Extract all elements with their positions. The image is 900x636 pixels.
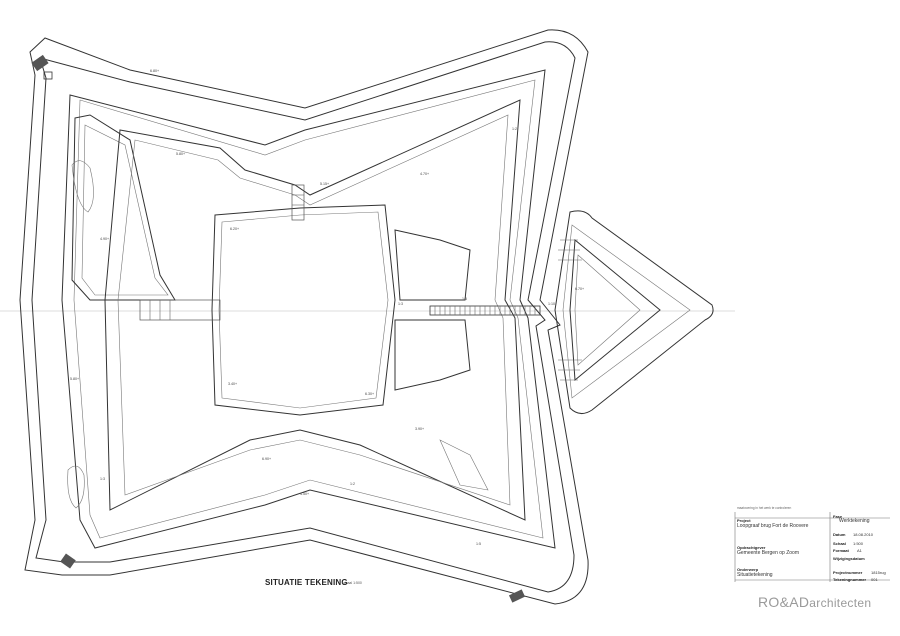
tb-format-label: Formaat xyxy=(833,548,849,553)
dim-label: 5.15+ xyxy=(320,182,329,186)
dim-label: 6.30+ xyxy=(365,392,374,396)
tb-format-value: A1 xyxy=(857,548,862,553)
tb-phase-value: Werktekening xyxy=(839,518,870,524)
dim-label: 6.90+ xyxy=(262,457,271,461)
sw-marker xyxy=(60,553,76,569)
dim-label: 1:2 xyxy=(350,482,355,486)
trench-bridge xyxy=(429,305,541,316)
dim-label: 4.90+ xyxy=(100,237,109,241)
south-traverse xyxy=(394,319,471,391)
dim-label: 6.70+ xyxy=(575,287,584,291)
tb-revision-label: Wijzigingsdatum xyxy=(833,556,865,561)
tb-date-label: Datum xyxy=(833,532,846,537)
moat-inner-edge xyxy=(31,41,576,593)
tb-drawing-number-value: 001 xyxy=(871,577,878,582)
inner-court xyxy=(211,204,396,416)
dim-label: 3.40+ xyxy=(228,382,237,386)
outer-rampart xyxy=(61,69,556,549)
east-ravelin-inner xyxy=(569,238,661,382)
dim-label: 1:10 xyxy=(548,302,555,306)
se-marker xyxy=(508,589,526,603)
dim-label: 5.80+ xyxy=(176,152,185,156)
tb-date-value: 18.08.2010 xyxy=(853,532,874,537)
west-outwork xyxy=(71,114,176,301)
east-ravelin-mid xyxy=(562,224,691,399)
ravelin-steps xyxy=(558,239,582,381)
logo-suffix: architecten xyxy=(809,596,872,610)
dim-label: 1:5 xyxy=(462,297,467,301)
title-block-frame xyxy=(734,512,890,582)
tb-project-value: Loopgraaf brug Fort de Roovere xyxy=(737,523,809,529)
west-outwork-inner xyxy=(81,124,169,296)
dim-label: 6.80+ xyxy=(150,69,159,73)
tb-scale-label: Schaal xyxy=(833,541,846,546)
company-logo: RO&ADarchitecten xyxy=(758,594,871,610)
tb-project-number-value: 1815rug xyxy=(871,570,886,575)
dim-label: 1:3 xyxy=(100,477,105,481)
moat-outer-edge xyxy=(19,29,589,605)
west-pond-south xyxy=(67,465,85,509)
north-gate xyxy=(291,184,305,221)
dim-label: 4.50+ xyxy=(300,492,309,496)
east-spur xyxy=(439,439,489,491)
dim-label: 1:3 xyxy=(398,302,403,306)
tb-client-value: Gemeente Bergen op Zoom xyxy=(737,550,799,556)
dimension-annotations: 6.80+ 5.80+ 6.20+ 5.15+ 4.70+ 1:2 1:3 1:… xyxy=(70,69,584,546)
nw-hut xyxy=(43,71,53,80)
tb-phase-label: Fase xyxy=(833,514,843,519)
logo-brand: RO&AD xyxy=(758,594,810,610)
dim-label: 3.90+ xyxy=(415,427,424,431)
tb-project-number-label: Projectnummer xyxy=(833,570,863,575)
dim-label: 6.20+ xyxy=(230,227,239,231)
title-block: maatvoering in het werk te controleren P… xyxy=(735,505,890,593)
west-pond-north xyxy=(71,160,94,213)
dim-label: 5.80+ xyxy=(70,377,79,381)
tb-project-label: Project xyxy=(737,518,751,523)
drawing-scale: schaal 1:500 xyxy=(342,581,362,585)
tb-drawing-number-label: Tekeningnummer xyxy=(833,577,867,582)
inner-court-edge xyxy=(218,211,389,409)
dim-label: 4.70+ xyxy=(420,172,429,176)
tb-subject-label: Onderwerp xyxy=(737,567,759,572)
tb-scale-value: 1:500 xyxy=(853,541,864,546)
dim-label: 1:2 xyxy=(512,127,517,131)
tb-client-label: Opdrachtgever xyxy=(737,545,766,550)
tb-subject-value: Situatietekening xyxy=(737,572,773,578)
main-rampart-inner xyxy=(117,114,511,506)
north-traverse xyxy=(394,229,471,301)
drawing-title: SITUATIE TEKENING xyxy=(265,578,348,587)
main-rampart xyxy=(104,99,526,521)
east-ravelin-outer xyxy=(554,210,714,414)
west-entrance xyxy=(139,299,221,321)
tb-note: maatvoering in het werk te controleren xyxy=(737,506,792,510)
east-ravelin-core xyxy=(574,254,641,366)
nw-marker xyxy=(31,54,49,72)
dim-label: 1:5 xyxy=(476,542,481,546)
outer-rampart-inner xyxy=(73,79,544,539)
